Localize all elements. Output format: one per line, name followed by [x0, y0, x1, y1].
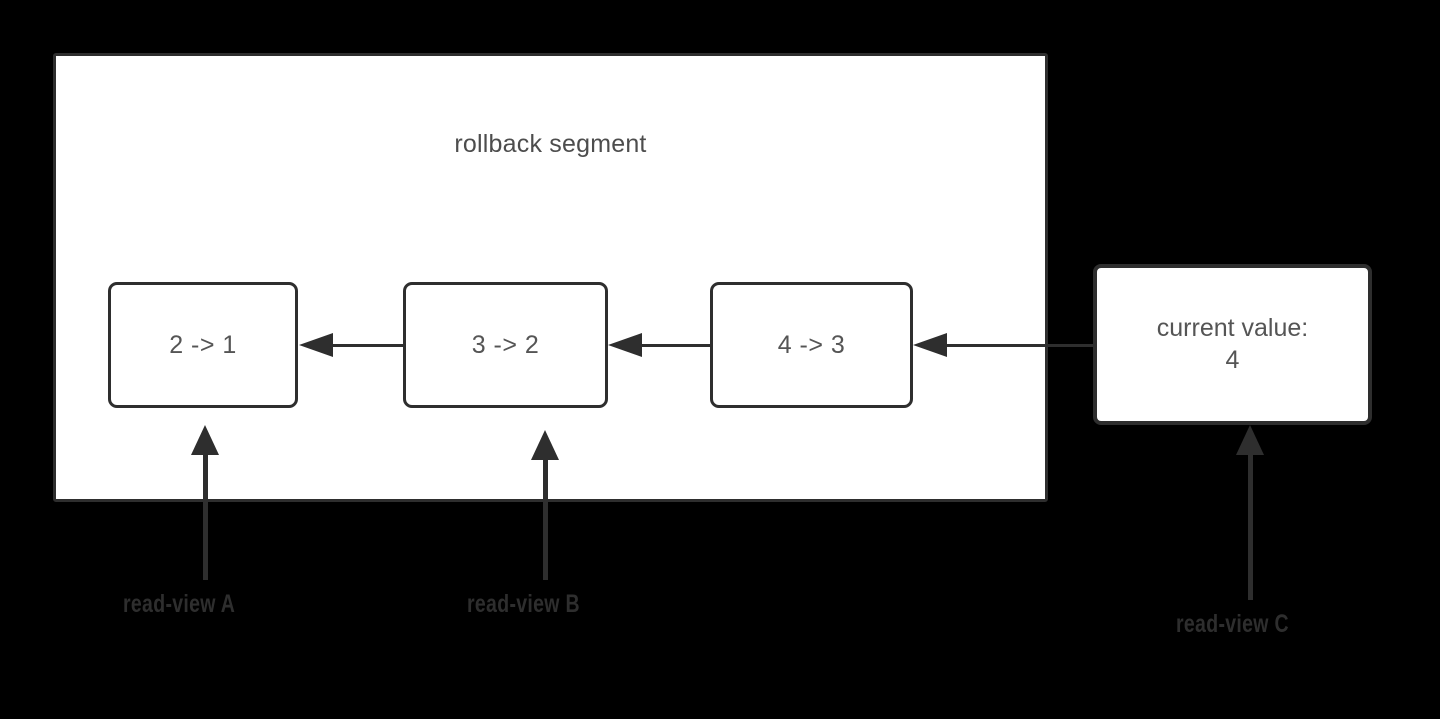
undo-record-label: 4 -> 3 [777, 330, 846, 359]
arrow-head-up-icon [1236, 425, 1264, 455]
arrow-shaft [331, 344, 405, 347]
current-value-box[interactable]: current value: 4 [1093, 264, 1372, 425]
arrow-shaft [1248, 451, 1253, 600]
read-view-c-label: read-view C [1176, 610, 1289, 638]
undo-record-node-2-1[interactable]: 2 -> 1 [108, 282, 298, 408]
read-view-a-arrow [188, 425, 222, 580]
arrow-head-up-icon [531, 430, 559, 460]
undo-record-label: 3 -> 2 [471, 330, 540, 359]
arrow-shaft [543, 456, 548, 580]
connector-arrow-4-3-to-3-2 [608, 328, 712, 362]
arrow-head-left-icon [299, 333, 333, 357]
arrow-head-left-icon [913, 333, 947, 357]
rollback-segment-title: rollback segment [454, 130, 647, 158]
undo-record-label: 2 -> 1 [169, 330, 237, 359]
undo-record-node-3-2[interactable]: 3 -> 2 [403, 282, 608, 408]
read-view-a-label: read-view A [123, 590, 236, 618]
current-value-number: 4 [1225, 345, 1240, 374]
connector-arrow-current-to-4-3 [913, 328, 1095, 362]
read-view-b-label: read-view B [467, 590, 580, 618]
undo-record-node-4-3[interactable]: 4 -> 3 [710, 282, 913, 408]
arrow-shaft [203, 451, 208, 580]
read-view-b-arrow [528, 430, 562, 580]
arrow-head-left-icon [608, 333, 642, 357]
arrow-shaft [945, 344, 1095, 347]
connector-arrow-3-2-to-2-1 [299, 328, 405, 362]
read-view-c-arrow [1233, 425, 1267, 600]
arrow-shaft [640, 344, 712, 347]
arrow-head-up-icon [191, 425, 219, 455]
current-value-caption: current value: [1156, 314, 1309, 343]
